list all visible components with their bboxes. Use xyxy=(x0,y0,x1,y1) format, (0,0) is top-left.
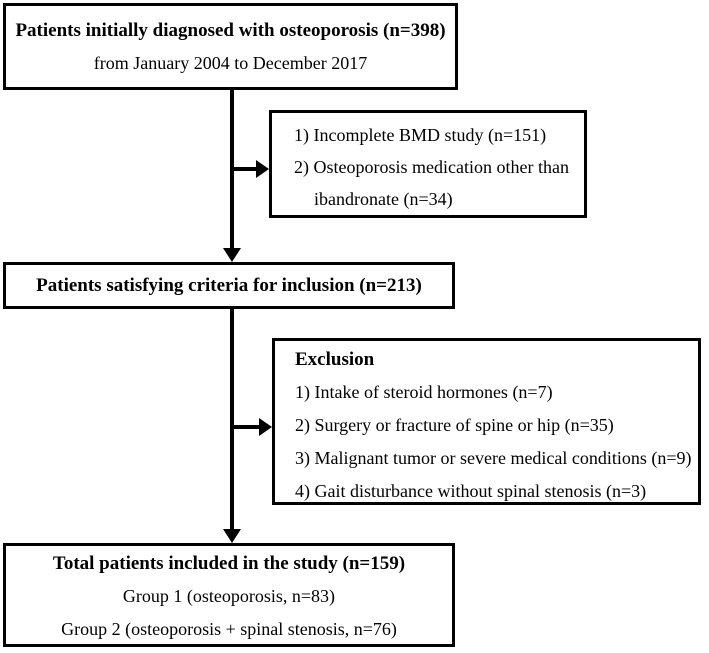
total-patients-title: Total patients included in the study (n=… xyxy=(52,553,406,574)
total-patients-box: Total patients included in the study (n=… xyxy=(3,543,455,647)
exclusion2-item-2: 2) Surgery or fracture of spine or hip (… xyxy=(295,415,614,435)
arrowhead-down-icon xyxy=(223,248,241,262)
exclusion1-item-1: 1) Incomplete BMD study (n=151) xyxy=(294,125,547,145)
exclusion2-item-1: 1) Intake of steroid hormones (n=7) xyxy=(295,382,553,402)
exclusion-box-1: 1) Incomplete BMD study (n=151) 2) Osteo… xyxy=(269,110,587,218)
arrowhead-right-icon xyxy=(256,160,269,178)
exclusion1-item-2: 2) Osteoporosis medication other than xyxy=(294,157,569,177)
connector-vertical-2 xyxy=(230,309,234,533)
exclusion2-item-4: 4) Gait disturbance without spinal steno… xyxy=(295,481,647,501)
initial-patients-period: from January 2004 to December 2017 xyxy=(93,53,368,73)
initial-patients-title: Patients initially diagnosed with osteop… xyxy=(15,20,446,41)
exclusion1-item-2-continued: ibandronate (n=34) xyxy=(314,189,453,209)
group1-label: Group 1 (osteoporosis, n=83) xyxy=(122,586,336,606)
inclusion-title: Patients satisfying criteria for inclusi… xyxy=(36,274,422,296)
connector-branch-2 xyxy=(230,425,261,429)
connector-vertical-1 xyxy=(230,90,234,252)
exclusion2-heading: Exclusion xyxy=(295,349,375,370)
connector-branch-1 xyxy=(230,167,258,171)
exclusion2-item-3: 3) Malignant tumor or severe medical con… xyxy=(295,448,692,468)
exclusion-box-2: Exclusion 1) Intake of steroid hormones … xyxy=(272,338,701,505)
inclusion-box: Patients satisfying criteria for inclusi… xyxy=(3,262,455,309)
arrowhead-right-icon xyxy=(259,418,272,436)
arrowhead-down-icon xyxy=(223,529,241,543)
group2-label: Group 2 (osteoporosis + spinal stenosis,… xyxy=(61,619,397,639)
initial-patients-box: Patients initially diagnosed with osteop… xyxy=(3,3,458,90)
